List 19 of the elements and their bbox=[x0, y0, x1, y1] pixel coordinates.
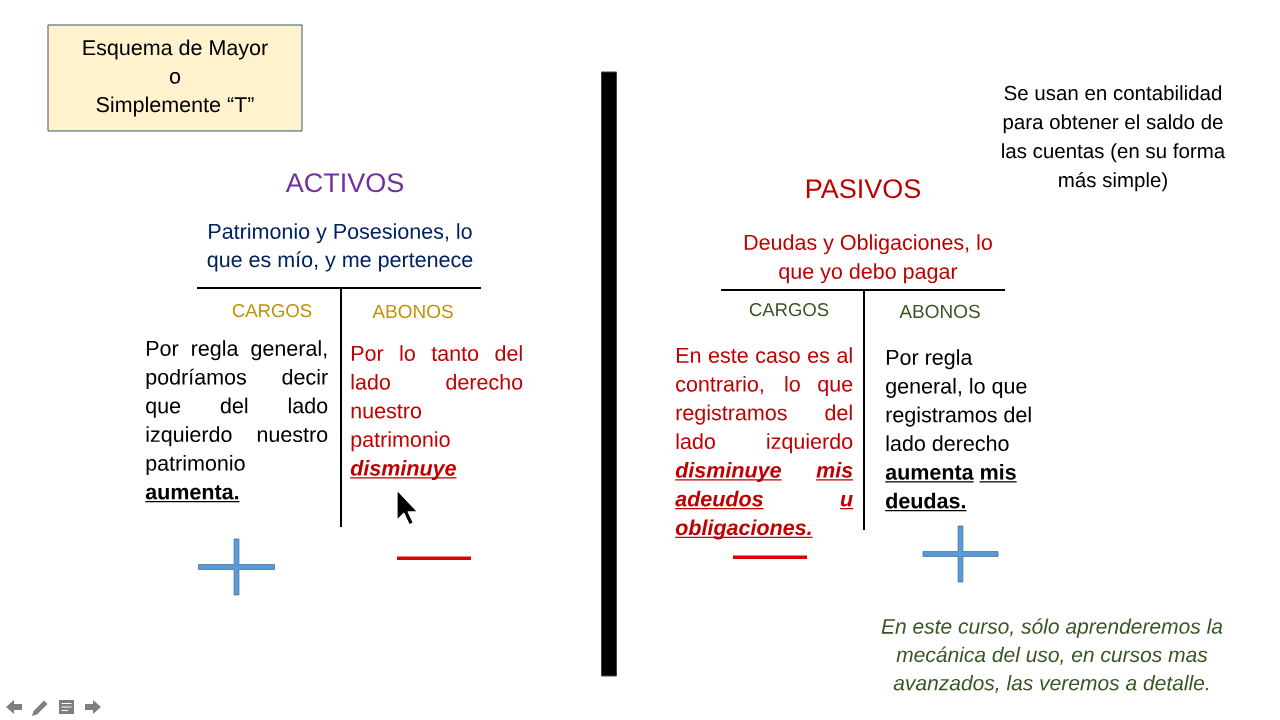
divider-bar bbox=[601, 71, 617, 677]
entry-text: Por regla general, podríamos decir que del lado izquierdo nuestro patrimonio aumenta. bbox=[144, 340, 328, 503]
section-heading: PASIVOS bbox=[806, 179, 921, 199]
column-heading: ABONOS bbox=[899, 304, 980, 319]
section-heading: ACTIVOS bbox=[285, 173, 404, 193]
column-heading: CARGOS bbox=[749, 303, 829, 317]
section-subtitle: Deudas y Obligaciones, lo que yo debo pagar bbox=[744, 234, 992, 284]
minus-sign bbox=[397, 556, 471, 560]
column-heading: CARGOS bbox=[232, 304, 312, 318]
minus-sign bbox=[733, 555, 807, 559]
note-text: En este curso, sólo aprenderemos la mecánica del uso, en cursos mas avanzados, las veremos a detalle. bbox=[881, 618, 1223, 693]
plus-sign bbox=[198, 538, 275, 596]
note-text: Se usan en contabilidad para obtener el saldo de las cuentas (en su forma más simple) bbox=[1002, 85, 1226, 192]
title-box: Esquema de Mayor o Simplemente “T” bbox=[47, 24, 303, 132]
column-heading: ABONOS bbox=[372, 304, 453, 319]
plus-sign bbox=[922, 525, 999, 583]
entry-text: Por regla general, lo que registramos del lado derecho aumenta mis deudas. bbox=[884, 349, 1031, 512]
section-subtitle: Patrimonio y Posesiones, lo que es mío, y me pertenece bbox=[207, 223, 473, 272]
entry-text: Por lo tanto del lado derecho nuestro patrimonio disminuye bbox=[349, 345, 523, 481]
